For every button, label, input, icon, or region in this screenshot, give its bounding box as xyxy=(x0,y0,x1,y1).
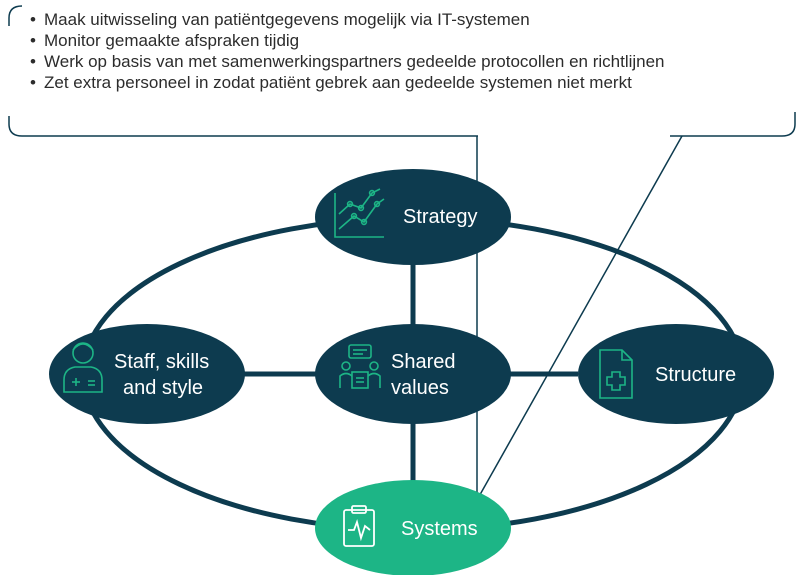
document-plus-icon xyxy=(599,349,633,399)
callout-bullet: Zet extra personeel in zodat patiënt geb… xyxy=(30,72,790,93)
systems-label: Systems xyxy=(401,518,478,540)
chart-icon xyxy=(334,188,385,238)
structure-node xyxy=(578,324,774,424)
callout-bullet-list: Maak uitwisseling van patiëntgegevens mo… xyxy=(30,9,790,93)
shared-values-label-line-2: values xyxy=(391,377,449,399)
structure-label: Structure xyxy=(655,364,737,386)
monitor-pulse-icon xyxy=(343,505,375,547)
staff-label: Staff, skills and style xyxy=(114,349,209,401)
shared-values-label: Shared values xyxy=(391,349,456,401)
staff-node xyxy=(49,324,245,424)
strategy-node xyxy=(315,169,511,265)
strategy-label: Strategy xyxy=(403,206,478,228)
shared-values-node xyxy=(315,324,511,424)
callout-bullet: Maak uitwisseling van patiëntgegevens mo… xyxy=(30,9,790,30)
shared-values-label-line-1: Shared xyxy=(391,351,456,373)
systems-node xyxy=(315,480,511,575)
person-icon xyxy=(63,342,103,393)
staff-label-line-2: and style xyxy=(123,377,204,399)
callout-bracket xyxy=(8,5,796,137)
callout-bullet: Monitor gemaakte afspraken tijdig xyxy=(30,30,790,51)
staff-label-line-1: Staff, skills xyxy=(114,351,210,373)
callout-bullet: Werk op basis van met samenwerkingspartn… xyxy=(30,51,790,72)
callout-pointer-2 xyxy=(476,135,683,501)
meeting-icon xyxy=(339,344,381,389)
